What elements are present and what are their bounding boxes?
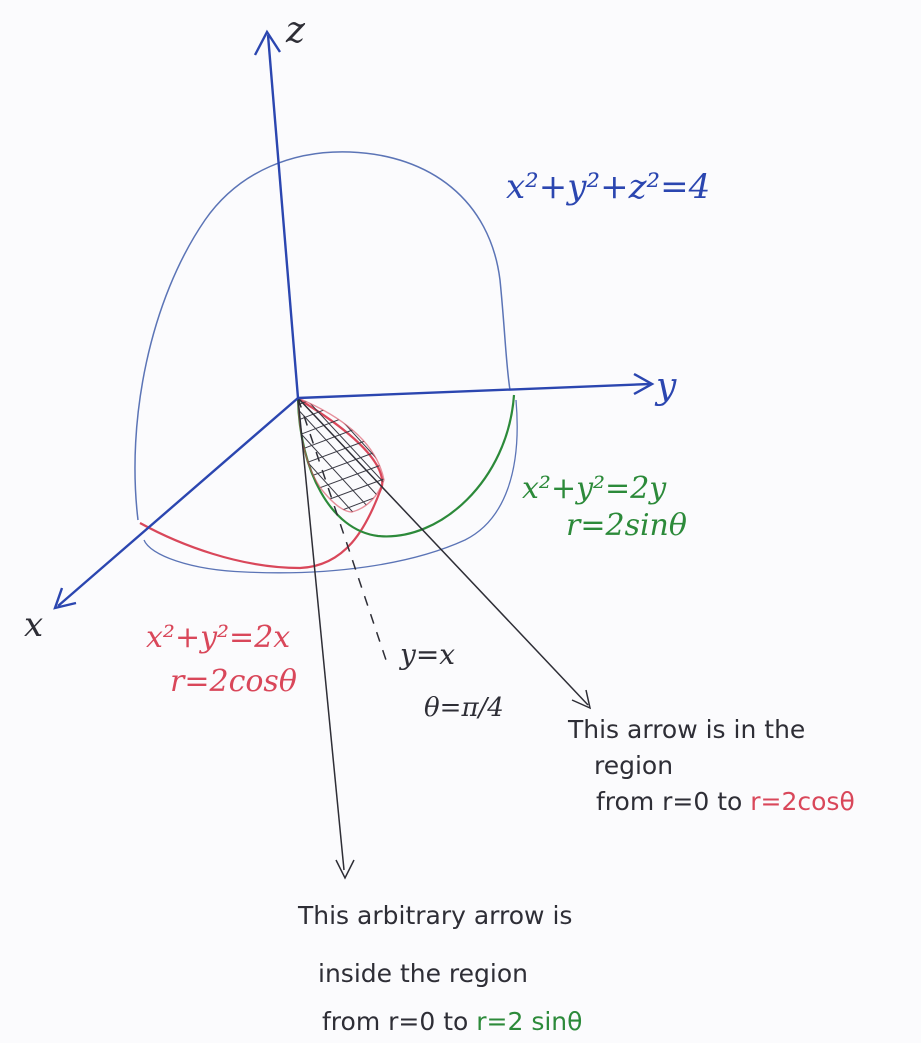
- red-circle-arc: [139, 399, 384, 570]
- arrow-right: [297, 397, 592, 710]
- right-note-red-equation: r=2cosθ: [750, 787, 855, 816]
- green-polar-equation: r=2sinθ: [566, 508, 687, 543]
- right-note-prefix: from r=0 to: [596, 787, 750, 816]
- z-axis: [253, 29, 300, 399]
- line-y-equals-x: [297, 397, 387, 661]
- red-polar-equation: r=2cosθ: [170, 664, 297, 699]
- hatched-region-outline: [297, 396, 385, 513]
- line-equation: y=x: [398, 638, 455, 671]
- sphere-lower-edge: [143, 399, 518, 574]
- bottom-note-green-equation: r=2 sinθ: [476, 1007, 582, 1036]
- line-angle: θ=π/4: [424, 693, 504, 723]
- bottom-note-line-2: inside the region: [318, 959, 528, 988]
- y-axis: [297, 372, 655, 400]
- bottom-arrow-note: This arbitrary arrow is inside the regio…: [297, 901, 582, 1036]
- bottom-note-line-1: This arbitrary arrow is: [297, 901, 572, 930]
- right-note-line-1: This arrow is in the: [567, 715, 805, 744]
- x-axis: [53, 397, 299, 610]
- arrow-bottom: [297, 397, 355, 880]
- sphere-outline: [134, 151, 511, 521]
- x-axis-label: x: [24, 605, 43, 645]
- right-note-line-2: region: [594, 751, 673, 780]
- bottom-note-prefix: from r=0 to: [322, 1007, 476, 1036]
- green-cylinder-equation: x²+y²=2y: [522, 471, 667, 506]
- red-cylinder-equation: x²+y²=2x: [146, 620, 290, 655]
- right-note-line-3: from r=0 to r=2cosθ: [596, 787, 855, 816]
- sphere-equation: x²+y²+z²=4: [506, 167, 710, 207]
- right-arrow-note: This arrow is in the region from r=0 to …: [567, 715, 855, 816]
- bottom-note-line-3: from r=0 to r=2 sinθ: [322, 1007, 582, 1036]
- y-axis-label: y: [654, 366, 677, 407]
- z-axis-label: z: [285, 10, 306, 51]
